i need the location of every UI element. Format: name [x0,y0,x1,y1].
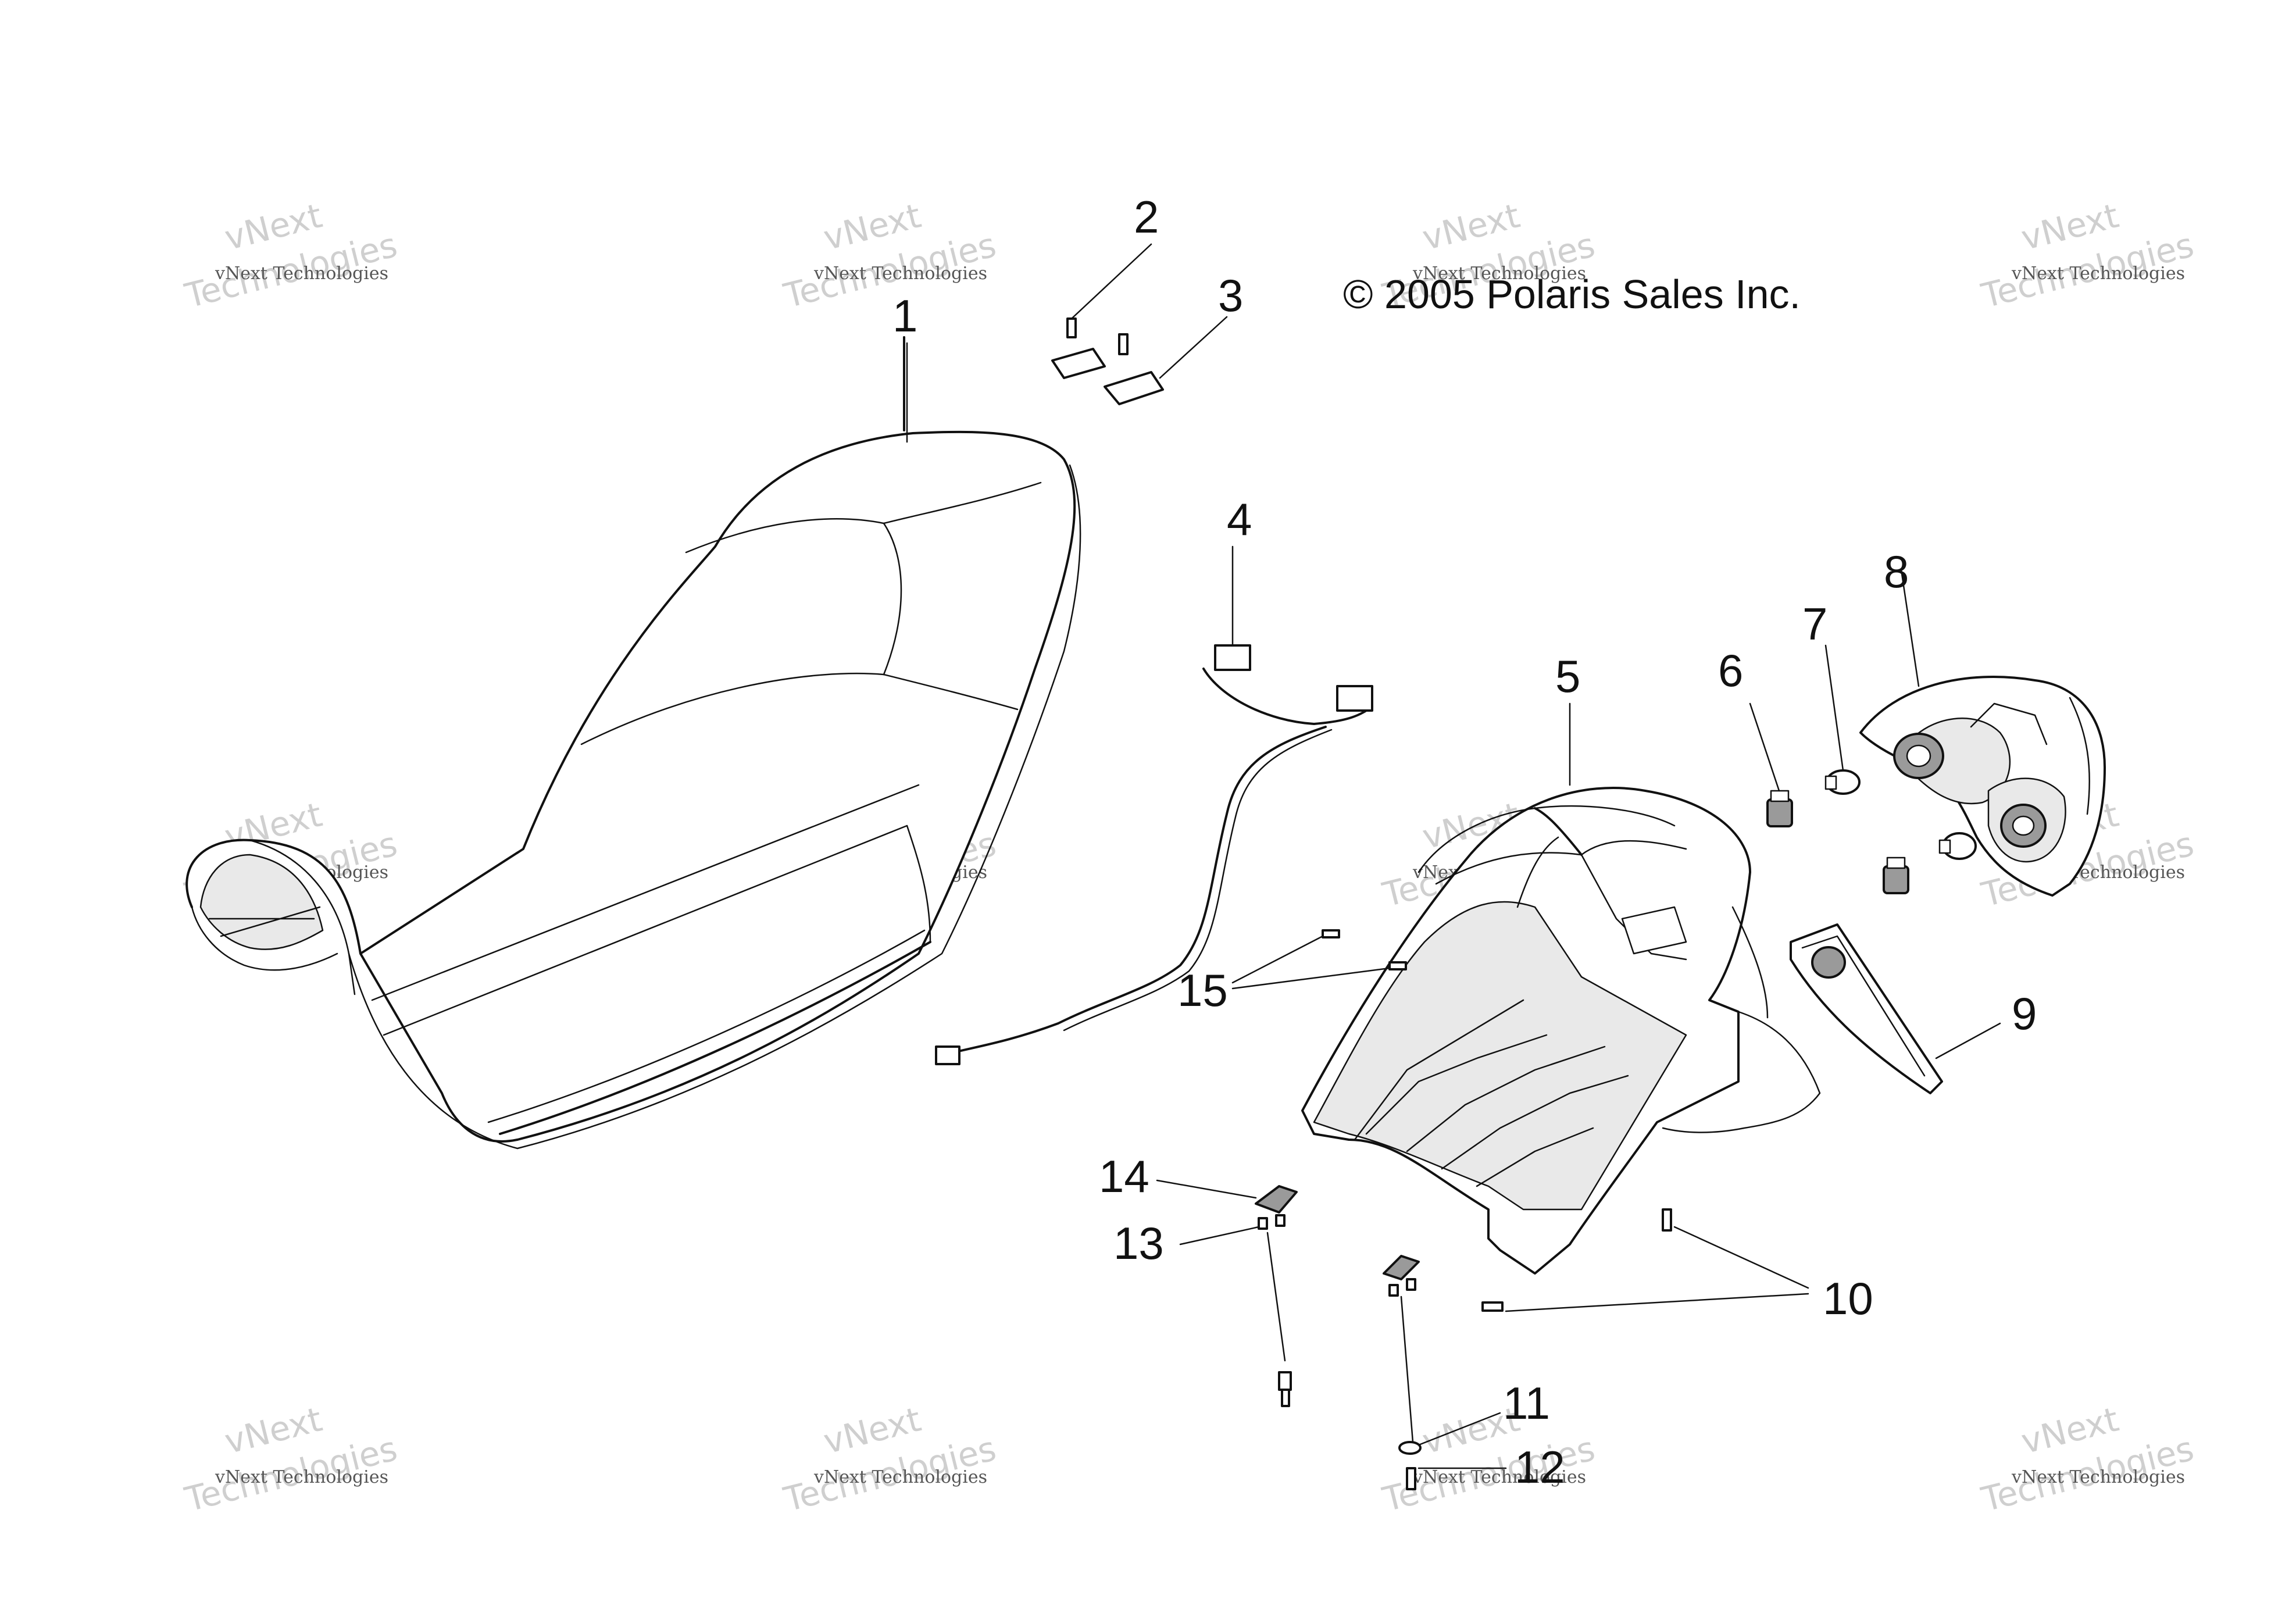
wire-harness-part-4 [935,545,1373,1065]
callout-2: 2 [1134,191,1159,242]
callout-8: 8 [1884,546,1909,597]
callout-3: 3 [1218,270,1243,321]
bolt-part-12 [1406,1467,1507,1490]
watermark-top-left: vNext Technologies vNext Technologies [181,196,401,316]
seat-part-1 [185,336,1081,1150]
copyright-text: © 2005 Polaris Sales Inc. [1343,272,1801,317]
socket-part-6 [1749,702,1909,894]
pins-part-15 [1231,929,1407,990]
callout-10: 10 [1823,1273,1873,1324]
callout-7: 7 [1802,598,1827,650]
watermark-small: vNext Technologies [813,263,987,284]
watermark-small: vNext Technologies [813,1467,987,1487]
callout-15: 15 [1177,965,1228,1016]
callout-9: 9 [2012,988,2037,1039]
callout-13: 13 [1113,1218,1164,1269]
callout-4: 4 [1227,494,1252,545]
callout-1: 1 [892,290,917,341]
bracket-part-3 [1104,316,1228,405]
callout-11: 11 [1503,1378,1550,1429]
watermark-small: vNext Technologies [2011,263,2185,284]
watermark-small: vNext Technologies [1412,1467,1586,1487]
watermark-top-right: vNext Technologies vNext Technologies [1977,196,2198,316]
watermark-top-center: vNext Technologies vNext Technologies [780,196,1000,316]
watermark-small: vNext Technologies [2011,1467,2185,1487]
callout-5: 5 [1555,651,1580,702]
screws-part-10 [1481,1208,1809,1312]
clips-part-14 [1156,1179,1420,1280]
watermark-small: vNext Technologies [1412,263,1586,284]
watermark-small: vNext Technologies [215,263,388,284]
callout-12: 12 [1515,1441,1565,1493]
watermark-bottom-center: vNext Technologies vNext Technologies [780,1400,1000,1520]
watermark-bottom-left: vNext Technologies vNext Technologies [181,1400,401,1520]
watermark-bottom-right: vNext Technologies vNext Technologies [1977,1400,2198,1520]
callout-6: 6 [1718,645,1743,696]
washer-part-11 [1398,1412,1501,1455]
tail-cowl-part-5 [1301,702,1821,1275]
nuts-part-13 [1179,1214,1416,1443]
bracket-part-2 [1051,243,1152,379]
bulb-part-7 [1824,644,1977,860]
tail-light-part-8 [1859,569,2106,897]
watermark-small: vNext Technologies [215,1467,388,1487]
callout-14: 14 [1099,1151,1149,1202]
reflector-part-9 [1790,923,2001,1094]
